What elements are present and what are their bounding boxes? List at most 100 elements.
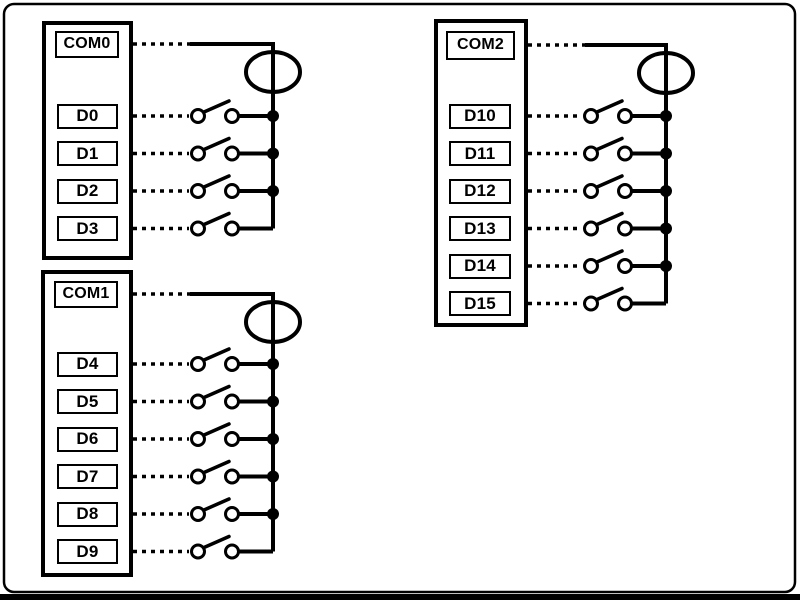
switch-contact (224, 543, 240, 560)
junction-dot (660, 185, 672, 197)
group-box-com1 (41, 270, 133, 577)
switch-contact (190, 183, 206, 199)
junction-dot (267, 395, 279, 408)
label-com2: COM2 (446, 30, 515, 60)
label-d1: D1 (57, 141, 118, 166)
switch-d3-icon (133, 211, 273, 237)
switch-d2-icon (133, 174, 279, 199)
switch-arm (202, 136, 231, 152)
switch-d9-icon (133, 534, 273, 560)
switch-contact (190, 431, 206, 447)
page-border-bottom (0, 594, 800, 600)
wires-com2 (528, 43, 695, 312)
label-d3: D3 (57, 216, 118, 241)
label-d8: D8 (57, 501, 118, 527)
switch-contact (190, 108, 206, 124)
switch-d15-icon (528, 286, 666, 312)
junction-dot (267, 470, 279, 483)
switch-contact (617, 183, 633, 199)
switch-contact (224, 356, 240, 372)
switch-contact (190, 145, 206, 162)
switch-contact (224, 145, 240, 162)
switch-contact (617, 108, 633, 124)
current-source-icon (244, 300, 302, 344)
com1-bus (190, 292, 275, 552)
switch-contact (583, 145, 599, 162)
switch-contact (617, 145, 633, 162)
switch-d10-icon (528, 99, 672, 124)
switch-contact (224, 468, 240, 485)
switch-contact (190, 506, 206, 522)
wires-com1 (133, 292, 302, 560)
switch-contact (583, 220, 599, 237)
switch-arm (202, 174, 231, 189)
com1-text: COM1 (62, 285, 110, 302)
label-d7: D7 (57, 464, 118, 489)
group-box-com2 (434, 19, 528, 327)
switch-d4-icon (133, 347, 279, 372)
switch-d6-icon (133, 422, 279, 447)
label-d12: D12 (449, 178, 511, 204)
label-d9: D9 (57, 539, 118, 564)
switch-arm (595, 249, 624, 264)
label-d4: D4 (57, 351, 118, 377)
switch-contact (617, 220, 633, 237)
switch-contact (190, 468, 206, 485)
switch-d8-icon (133, 497, 279, 522)
label-d0: D0 (57, 103, 118, 129)
label-d10: D10 (449, 103, 511, 129)
label-d14: D14 (449, 253, 511, 279)
junction-dot (267, 508, 279, 520)
switch-arm (202, 99, 231, 114)
current-source-icon (637, 51, 695, 95)
switch-contact (224, 506, 240, 522)
switch-arm (595, 99, 624, 114)
switch-arm (202, 497, 231, 512)
junction-dot (660, 147, 672, 160)
label-d11: D11 (449, 141, 511, 166)
switch-d14-icon (528, 249, 672, 274)
label-d13: D13 (449, 216, 511, 241)
switch-arm (202, 211, 231, 227)
com0-text: COM0 (63, 35, 111, 52)
switch-contact (190, 393, 206, 410)
junction-dot (660, 260, 672, 272)
label-d6: D6 (57, 426, 118, 452)
switch-arm (202, 459, 231, 475)
switch-arm (595, 286, 624, 302)
switch-d5-icon (133, 384, 279, 410)
switch-contact (224, 393, 240, 410)
switch-contact (583, 183, 599, 199)
switch-contact (190, 543, 206, 560)
label-d15: D15 (449, 291, 511, 316)
switch-contact (583, 258, 599, 274)
junction-dot (267, 358, 279, 370)
junction-dot (267, 185, 279, 197)
switch-contact (224, 431, 240, 447)
switch-arm (202, 347, 231, 362)
switch-arm (595, 136, 624, 152)
switch-contact (190, 356, 206, 372)
junction-dot (660, 110, 672, 122)
switch-contact (224, 220, 240, 237)
switch-d1-icon (133, 136, 279, 162)
junction-dot (660, 222, 672, 235)
switch-arm (595, 211, 624, 227)
switch-arm (202, 384, 231, 400)
current-source-icon (244, 50, 302, 94)
label-d2: D2 (57, 178, 118, 204)
label-com1: COM1 (54, 280, 118, 308)
switch-arm (202, 534, 231, 550)
switch-d13-icon (528, 211, 672, 237)
wires-com0 (133, 42, 302, 237)
switch-contact (190, 220, 206, 237)
junction-dot (267, 147, 279, 160)
switch-contact (583, 295, 599, 312)
switch-d0-icon (133, 99, 279, 124)
com0-bus (190, 42, 275, 229)
junction-dot (267, 110, 279, 122)
switch-arm (595, 174, 624, 189)
